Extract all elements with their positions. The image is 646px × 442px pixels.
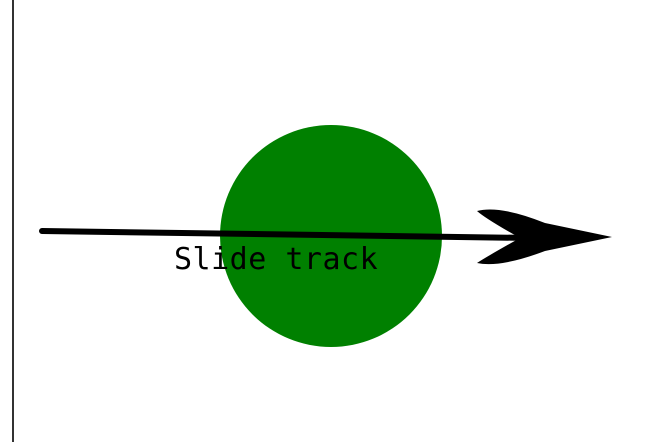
slide-track-label: Slide track: [174, 242, 379, 277]
arrow-right-icon: [477, 209, 612, 265]
left-frame-border: [12, 0, 14, 442]
slide-track-line[interactable]: [39, 228, 533, 241]
